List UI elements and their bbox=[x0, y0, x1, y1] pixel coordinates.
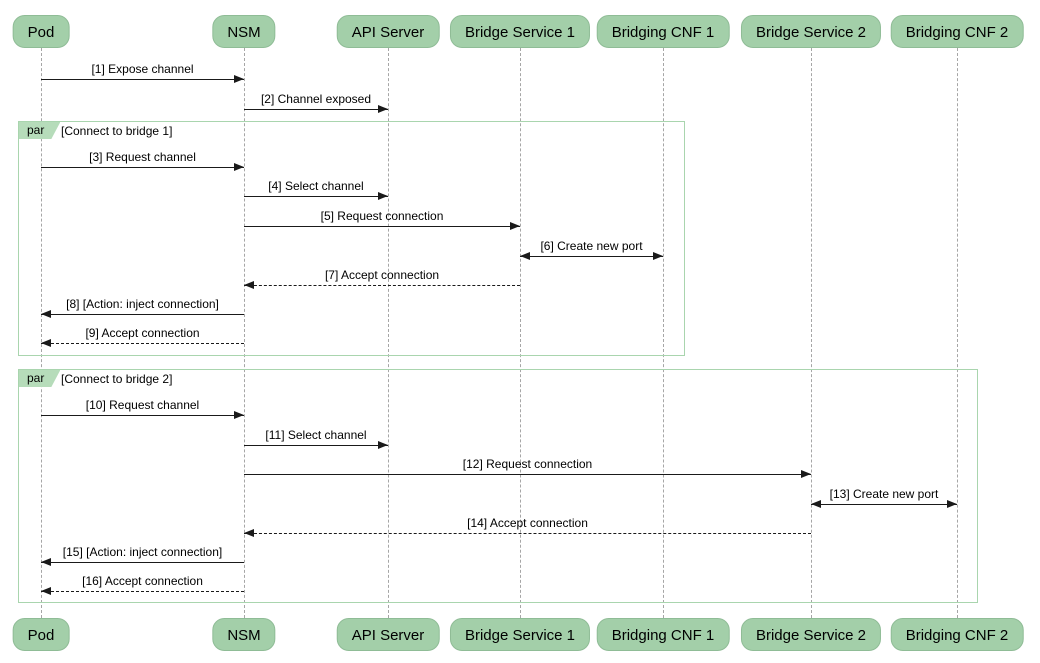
lifeline-api-server bbox=[387, 48, 389, 618]
arrowhead-right-icon bbox=[234, 75, 244, 83]
arrowhead-right-icon bbox=[234, 411, 244, 419]
arrowhead-left-icon bbox=[244, 281, 254, 289]
lifeline-bridge-service-2 bbox=[810, 48, 812, 618]
message-label: [14] Accept connection bbox=[467, 516, 588, 530]
arrowhead-left-icon bbox=[41, 587, 51, 595]
arrowhead-right-icon bbox=[801, 470, 811, 478]
message-line bbox=[41, 591, 244, 592]
lifeline-bridging-cnf-1 bbox=[662, 48, 664, 618]
lifeline-bridge-service-1 bbox=[519, 48, 521, 618]
actor-box-bridging-cnf-2-top: Bridging CNF 2 bbox=[890, 15, 1024, 48]
message-label: [16] Accept connection bbox=[82, 574, 203, 588]
message-label: [7] Accept connection bbox=[324, 268, 440, 282]
message-line bbox=[811, 504, 957, 505]
par-condition-label: [Connect to bridge 1] bbox=[61, 124, 173, 138]
par-frame-2: par[Connect to bridge 2] bbox=[18, 369, 978, 603]
message-line bbox=[41, 562, 244, 563]
message-line bbox=[244, 109, 388, 110]
actor-box-api-server-top: API Server bbox=[336, 15, 440, 48]
message-label: [13] Create new port bbox=[829, 487, 939, 501]
message-label: [9] Accept connection bbox=[85, 326, 200, 340]
arrowhead-left-icon bbox=[520, 252, 530, 260]
message-label: [5] Request connection bbox=[320, 209, 444, 223]
arrowhead-right-icon bbox=[947, 500, 957, 508]
arrowhead-left-icon bbox=[41, 339, 51, 347]
arrowhead-right-icon bbox=[378, 192, 388, 200]
arrowhead-right-icon bbox=[234, 163, 244, 171]
actor-box-api-server-bottom: API Server bbox=[336, 618, 440, 651]
arrowhead-left-icon bbox=[811, 500, 821, 508]
lifeline-pod bbox=[40, 48, 42, 618]
message-label: [6] Create new port bbox=[540, 239, 643, 253]
message-line bbox=[244, 445, 388, 446]
arrowhead-right-icon bbox=[510, 222, 520, 230]
actor-box-bridge-service-1-top: Bridge Service 1 bbox=[449, 15, 591, 48]
lifeline-nsm bbox=[243, 48, 245, 618]
message-line bbox=[41, 167, 244, 168]
message-line bbox=[520, 256, 663, 257]
message-label: [15] [Action: inject connection] bbox=[62, 545, 223, 559]
arrowhead-right-icon bbox=[653, 252, 663, 260]
message-line bbox=[244, 533, 811, 534]
actor-box-pod-top: Pod bbox=[12, 15, 70, 48]
message-line bbox=[244, 474, 811, 475]
actor-box-bridge-service-2-top: Bridge Service 2 bbox=[740, 15, 882, 48]
message-label: [2] Channel exposed bbox=[260, 92, 372, 106]
actor-box-bridging-cnf-1-bottom: Bridging CNF 1 bbox=[596, 618, 730, 651]
actor-box-bridging-cnf-2-bottom: Bridging CNF 2 bbox=[890, 618, 1024, 651]
message-label: [3] Request channel bbox=[89, 150, 196, 164]
message-label: [10] Request channel bbox=[85, 398, 200, 412]
message-label: [8] [Action: inject connection] bbox=[66, 297, 219, 311]
message-line bbox=[244, 285, 520, 286]
message-line bbox=[41, 415, 244, 416]
message-line bbox=[244, 226, 520, 227]
actor-box-pod-bottom: Pod bbox=[12, 618, 70, 651]
actor-box-bridge-service-1-bottom: Bridge Service 1 bbox=[449, 618, 591, 651]
message-line bbox=[41, 314, 244, 315]
par-operator-tab: par bbox=[19, 370, 60, 387]
actor-box-nsm-top: NSM bbox=[212, 15, 276, 48]
lifeline-bridging-cnf-2 bbox=[956, 48, 958, 618]
actor-box-bridge-service-2-bottom: Bridge Service 2 bbox=[740, 618, 882, 651]
par-operator-tab: par bbox=[19, 122, 60, 139]
arrowhead-left-icon bbox=[41, 310, 51, 318]
message-line bbox=[41, 79, 244, 80]
arrowhead-right-icon bbox=[378, 105, 388, 113]
par-frame-1: par[Connect to bridge 1] bbox=[18, 121, 685, 356]
message-label: [12] Request connection bbox=[462, 457, 593, 471]
message-label: [11] Select channel bbox=[265, 428, 367, 442]
message-line bbox=[41, 343, 244, 344]
actor-box-bridging-cnf-1-top: Bridging CNF 1 bbox=[596, 15, 730, 48]
arrowhead-left-icon bbox=[244, 529, 254, 537]
message-label: [1] Expose channel bbox=[91, 62, 194, 76]
message-line bbox=[244, 196, 388, 197]
actor-box-nsm-bottom: NSM bbox=[212, 618, 276, 651]
arrowhead-left-icon bbox=[41, 558, 51, 566]
par-condition-label: [Connect to bridge 2] bbox=[61, 372, 173, 386]
arrowhead-right-icon bbox=[378, 441, 388, 449]
message-label: [4] Select channel bbox=[268, 179, 364, 193]
